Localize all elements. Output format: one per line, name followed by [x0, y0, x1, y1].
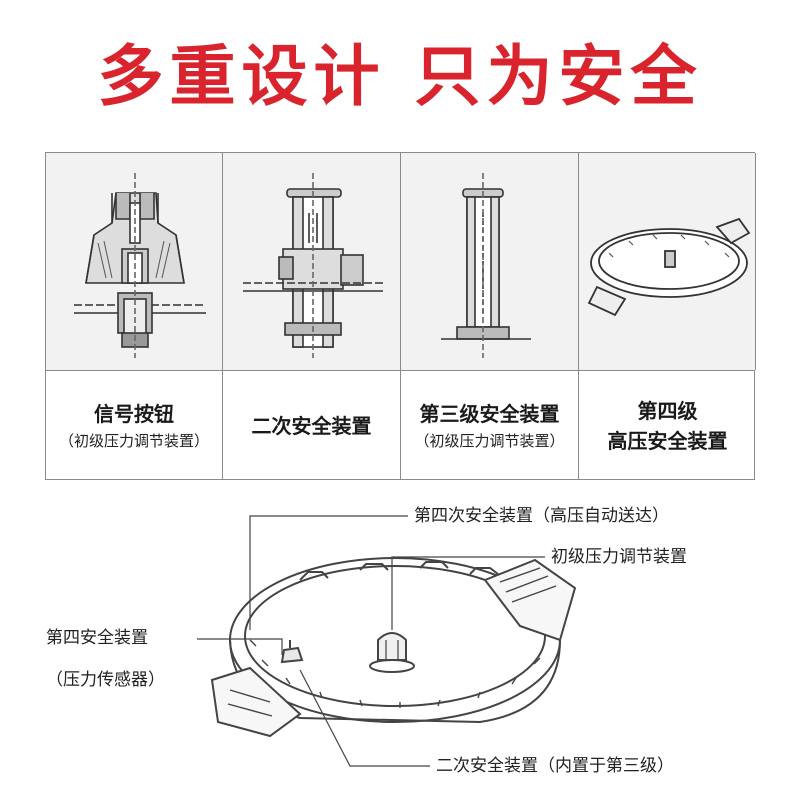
- panel-label-2: 二次安全装置: [223, 371, 401, 480]
- grid-divider: [46, 370, 754, 371]
- panel-label-main: 信号按钮: [94, 401, 174, 426]
- signal-button-panel: [46, 153, 223, 370]
- panel-label-3: 第三级安全装置 （初级压力调节装置）: [401, 371, 579, 480]
- feature-grid: 信号按钮 （初级压力调节装置） 二次安全装置 第三级安全装置 （初级压力调节装置…: [45, 152, 756, 480]
- panel-label-main: 二次安全装置: [251, 413, 372, 438]
- page-title: 多重设计 只为安全: [97, 38, 703, 115]
- callout-fourth-sensor-line2: （压力传感器）: [46, 670, 165, 690]
- third-level-valve-icon: [441, 173, 531, 358]
- secondary-valve-cutaway-icon: [243, 173, 383, 358]
- callout-fourth-sensor-line1: 第四安全装置: [46, 628, 148, 648]
- signal-button-cutaway-icon: [74, 173, 206, 358]
- panel-label-4: 第四级 高压安全装置: [579, 371, 756, 480]
- panel-label-sub: （初级压力调节装置）: [58, 431, 209, 450]
- third-level-panel: [401, 153, 579, 370]
- callout-secondary-builtin: 二次安全装置（内置于第三级）: [436, 756, 674, 776]
- panel-label-main-2: 高压安全装置: [607, 428, 728, 453]
- panel-label-1: 信号按钮 （初级压力调节装置）: [46, 371, 223, 480]
- panel-label-sub: （初级压力调节装置）: [414, 431, 565, 450]
- lid-ring-icon: [587, 217, 751, 317]
- panel-label-main: 第四级: [637, 398, 698, 423]
- lid-drawing: [197, 515, 577, 767]
- secondary-valve-panel: [223, 153, 401, 370]
- lid-ring-panel: [579, 153, 756, 370]
- panel-label-main: 第三级安全装置: [419, 401, 560, 426]
- callout-fourth-auto: 第四次安全装置（高压自动送达）: [414, 506, 669, 526]
- lid-diagram: 第四次安全装置（高压自动送达） 初级压力调节装置 第四安全装置 （压力传感器） …: [0, 490, 800, 800]
- callout-primary-regulator: 初级压力调节装置: [551, 547, 687, 567]
